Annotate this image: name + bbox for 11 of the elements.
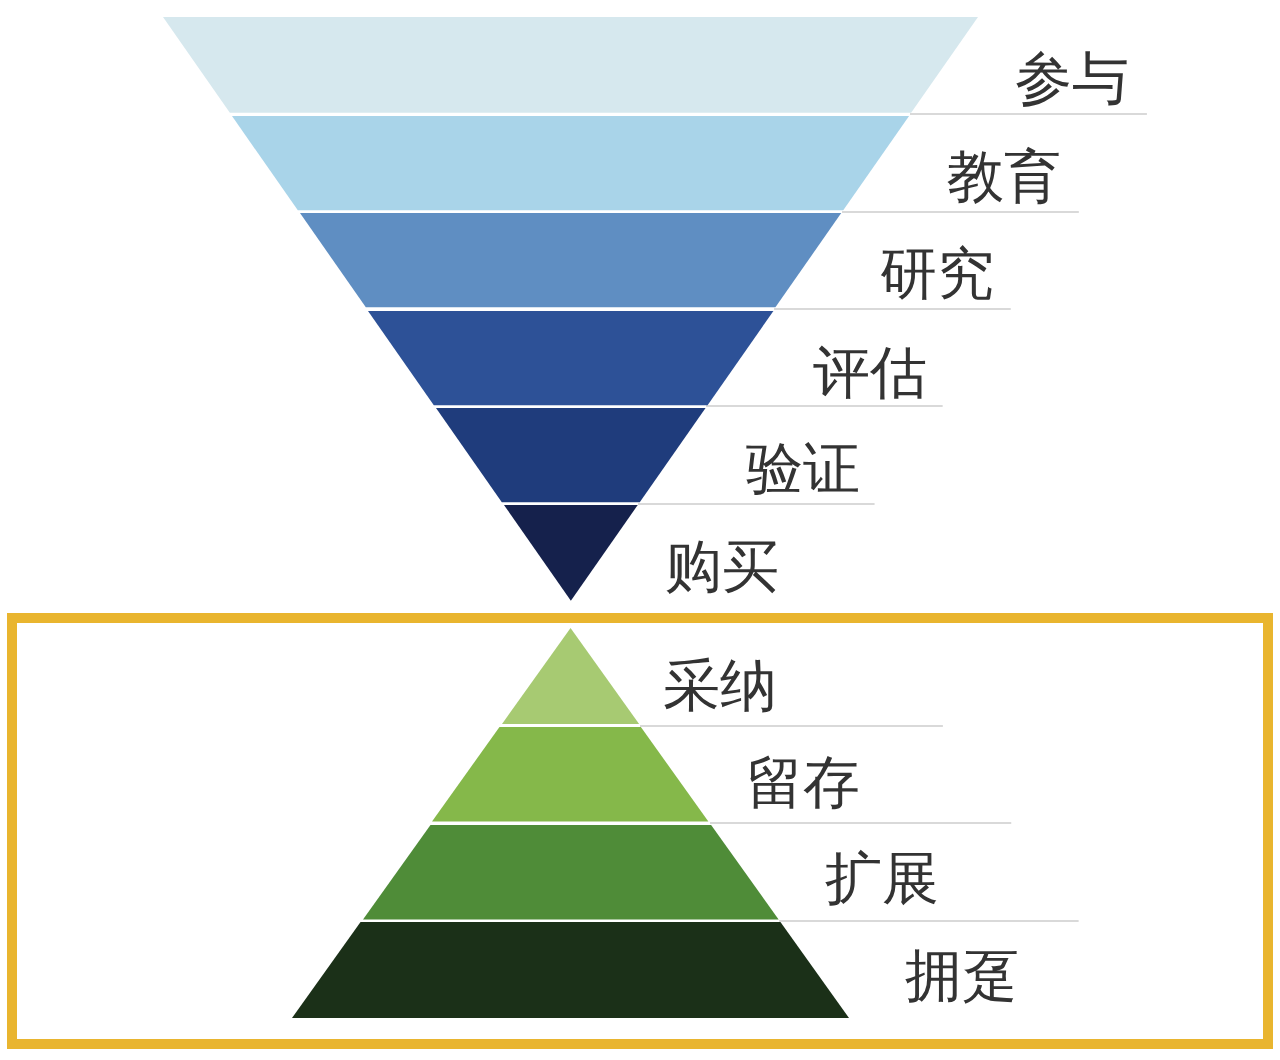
band-label: 验证 xyxy=(746,440,860,498)
band-label: 参与 xyxy=(1015,49,1129,107)
band-label: 拥趸 xyxy=(905,946,1019,1004)
band-label: 扩展 xyxy=(825,849,939,907)
band-label: 评估 xyxy=(813,343,927,401)
band-label: 研究 xyxy=(880,245,994,303)
highlight-frame xyxy=(7,613,1273,1049)
band-label: 教育 xyxy=(947,148,1061,206)
band-label: 采纳 xyxy=(663,656,777,714)
band-label: 购买 xyxy=(665,538,779,596)
band-label: 留存 xyxy=(746,753,860,811)
